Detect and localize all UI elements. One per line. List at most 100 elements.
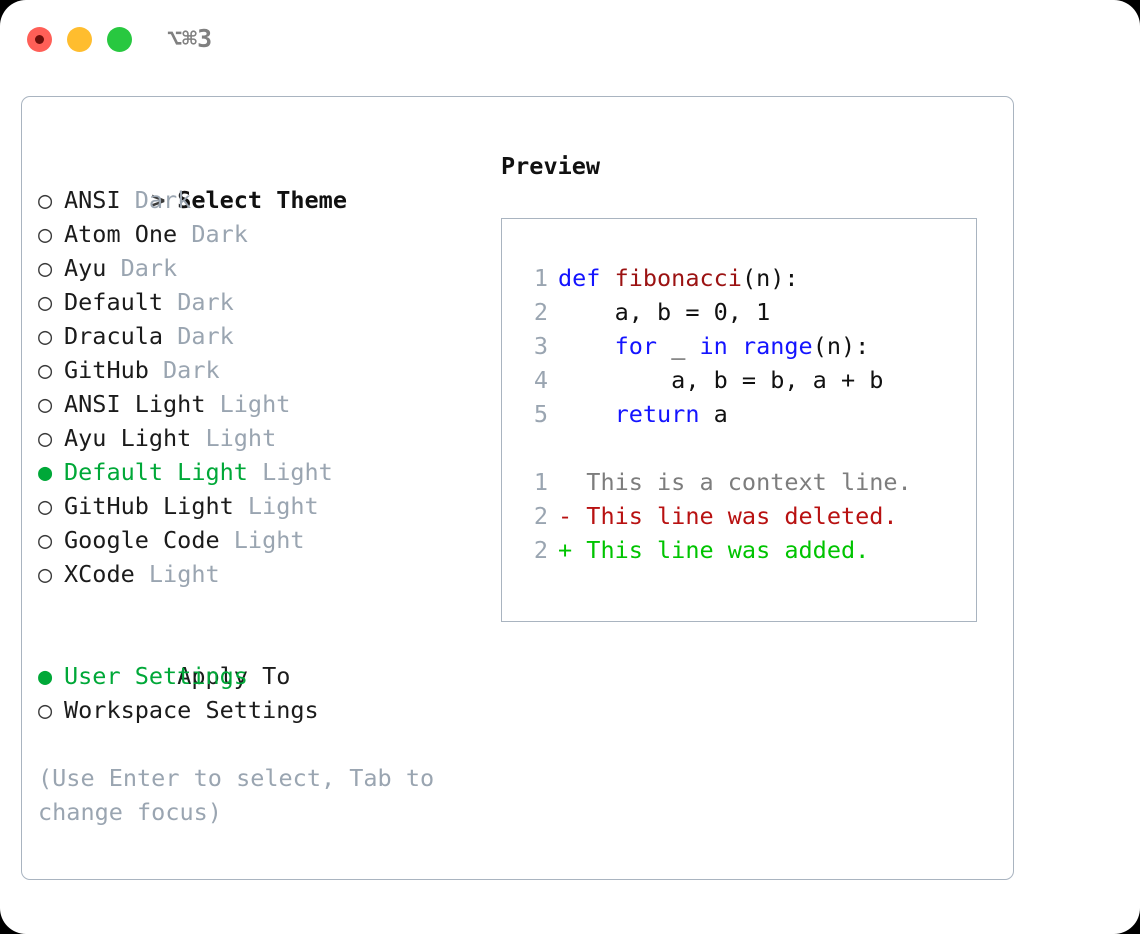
radio-unselected-icon: ○	[38, 356, 67, 384]
theme-name-label: Dracula	[64, 322, 164, 350]
line-number: 4	[533, 366, 548, 394]
code-token: return	[614, 400, 700, 428]
code-token: def	[558, 264, 615, 292]
theme-list-item[interactable]: ○ XCode Light	[38, 557, 478, 591]
code-line: 2 a, b = 0, 1	[522, 295, 912, 329]
apply-to-heading: Apply To	[38, 625, 478, 690]
line-number: 2	[533, 502, 548, 530]
theme-name-label: Default Light	[64, 458, 248, 486]
code-diff-separator	[522, 431, 912, 465]
theme-list-item[interactable]: ○ Ayu Dark	[38, 251, 478, 285]
code-token: fibonacci	[614, 264, 742, 292]
code-token: (n):	[741, 264, 799, 292]
title-bar: ⌥⌘3	[0, 0, 1140, 78]
prompt-marker-icon: >	[151, 186, 180, 214]
theme-variant-tag: Dark	[148, 356, 220, 384]
theme-name-label: GitHub	[64, 356, 149, 384]
theme-name-label: Ayu	[64, 254, 107, 282]
radio-unselected-icon: ○	[38, 560, 67, 588]
code-line: 5 return a	[522, 397, 912, 431]
code-token: _	[657, 332, 700, 360]
diff-line: 2+ This line was added.	[522, 533, 912, 567]
diff-marker: +	[558, 536, 587, 564]
theme-list-item[interactable]: ● Default Light Light	[38, 455, 478, 489]
theme-variant-tag: Dark	[120, 186, 192, 214]
theme-list-item[interactable]: ○ ANSI Dark	[38, 183, 478, 217]
theme-list-item[interactable]: ○ Google Code Light	[38, 523, 478, 557]
diff-marker: -	[558, 502, 587, 530]
theme-name-label: Default	[64, 288, 164, 316]
apply-to-list: ● User Settings○ Workspace Settings	[38, 659, 478, 727]
theme-list-item[interactable]: ○ Default Dark	[38, 285, 478, 319]
code-token: in	[699, 332, 728, 360]
theme-variant-tag: Light	[219, 526, 305, 554]
radio-unselected-icon: ○	[38, 492, 67, 520]
close-button-icon[interactable]	[27, 27, 52, 52]
code-line: 4 a, b = b, a + b	[522, 363, 912, 397]
radio-unselected-icon: ○	[38, 696, 67, 724]
apply-to-item[interactable]: ○ Workspace Settings	[38, 693, 478, 727]
maximize-button-icon[interactable]	[107, 27, 132, 52]
keyboard-shortcut-label: ⌥⌘3	[167, 24, 213, 53]
theme-name-label: ANSI Light	[64, 390, 206, 418]
diff-text: This line was deleted.	[586, 502, 898, 530]
theme-name-label: Ayu Light	[64, 424, 192, 452]
line-number: 5	[533, 400, 548, 428]
select-theme-heading-label: Select Theme	[177, 186, 347, 214]
theme-list-item[interactable]: ○ Ayu Light Light	[38, 421, 478, 455]
diff-text: This is a context line.	[586, 468, 912, 496]
diff-text: This line was added.	[586, 536, 870, 564]
diff-marker	[558, 468, 586, 496]
theme-list: ○ ANSI Dark○ Atom One Dark○ Ayu Dark○ De…	[38, 183, 478, 591]
line-number: 2	[533, 298, 548, 326]
theme-list-item[interactable]: ○ ANSI Light Light	[38, 387, 478, 421]
radio-selected-icon: ●	[38, 662, 67, 690]
theme-variant-tag: Dark	[163, 322, 234, 350]
theme-variant-tag: Dark	[163, 288, 234, 316]
minimize-button-icon[interactable]	[67, 27, 92, 52]
code-token: a	[699, 400, 728, 428]
theme-list-item[interactable]: ○ GitHub Light Light	[38, 489, 478, 523]
apply-to-item[interactable]: ● User Settings	[38, 659, 478, 693]
radio-selected-icon: ●	[38, 458, 67, 486]
code-token: a, b = 0, 1	[558, 298, 771, 326]
code-token: a, b = b, a + b	[558, 366, 884, 394]
radio-unselected-icon: ○	[38, 220, 67, 248]
dialog-frame: > Select Theme ○ ANSI Dark○ Atom One Dar…	[21, 96, 1014, 880]
theme-variant-tag: Dark	[106, 254, 178, 282]
apply-to-label: Workspace Settings	[64, 696, 319, 724]
apply-to-label: User Settings	[64, 662, 248, 690]
code-token: range	[741, 332, 813, 360]
radio-unselected-icon: ○	[38, 390, 67, 418]
line-number: 3	[533, 332, 548, 360]
theme-list-item[interactable]: ○ GitHub Dark	[38, 353, 478, 387]
theme-name-label: Google Code	[64, 526, 220, 554]
code-token	[558, 332, 615, 360]
theme-name-label: Atom One	[64, 220, 178, 248]
code-line: 3 for _ in range(n):	[522, 329, 912, 363]
diff-line: 2- This line was deleted.	[522, 499, 912, 533]
apply-to-heading-label: Apply To	[177, 662, 291, 690]
line-number: 1	[533, 264, 548, 292]
theme-name-label: GitHub Light	[64, 492, 234, 520]
radio-unselected-icon: ○	[38, 254, 67, 282]
radio-unselected-icon: ○	[38, 424, 67, 452]
keyboard-hint-text: (Use Enter to select, Tab to change focu…	[38, 764, 449, 826]
select-theme-heading: > Select Theme	[38, 149, 478, 214]
theme-variant-tag: Light	[134, 560, 220, 588]
theme-variant-tag: Light	[191, 424, 277, 452]
line-number: 1	[533, 468, 548, 496]
theme-variant-tag: Light	[205, 390, 291, 418]
theme-list-item[interactable]: ○ Dracula Dark	[38, 319, 478, 353]
theme-list-item[interactable]: ○ Atom One Dark	[38, 217, 478, 251]
code-token: (n):	[812, 332, 870, 360]
code-token	[558, 400, 615, 428]
code-line: 1 def fibonacci(n):	[522, 261, 912, 295]
preview-heading: Preview	[501, 152, 601, 180]
theme-name-label: XCode	[64, 560, 135, 588]
radio-unselected-icon: ○	[38, 186, 67, 214]
radio-unselected-icon: ○	[38, 288, 67, 316]
